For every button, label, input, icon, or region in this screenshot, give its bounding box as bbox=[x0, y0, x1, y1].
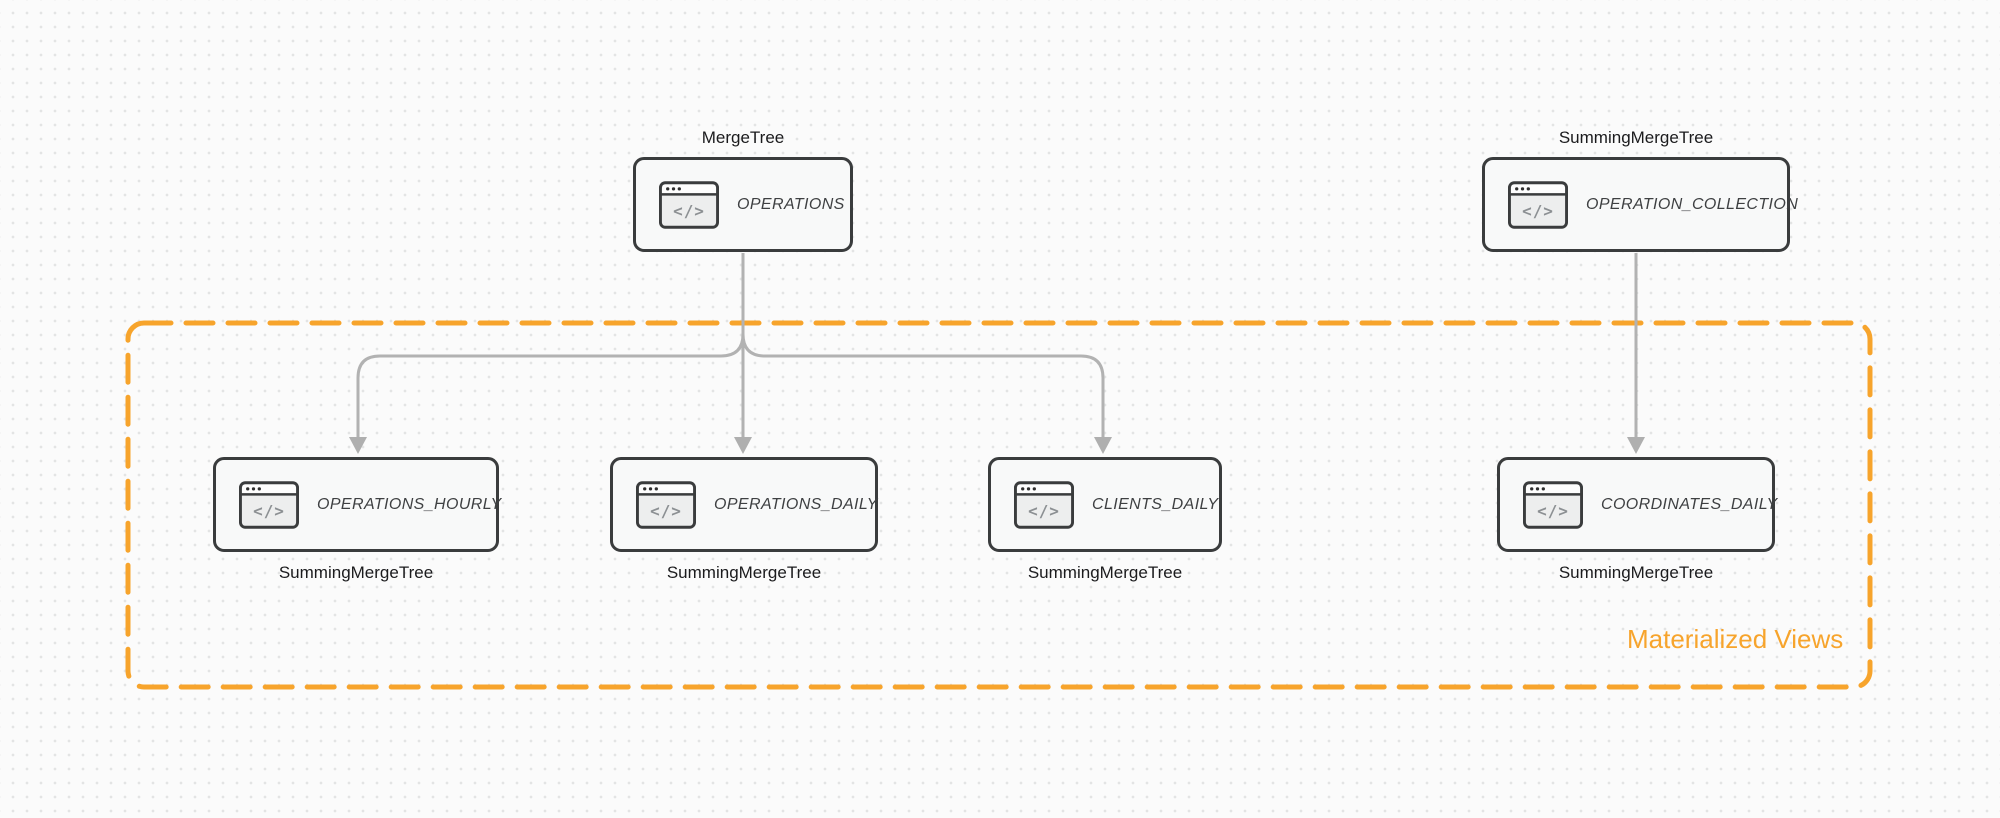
code-window-icon: </> bbox=[239, 480, 299, 529]
arrowhead-operations-daily bbox=[734, 437, 752, 454]
table-box-operation-collection[interactable]: </> OPERATION_COLLECTION bbox=[1482, 157, 1798, 252]
edge-operations-to-clients-daily bbox=[741, 253, 1105, 441]
code-window-icon: </> bbox=[659, 180, 719, 229]
engine-label-operations-hourly: SummingMergeTree bbox=[278, 563, 434, 582]
node-coordinates-daily: </> COORDINATES_DAILY SummingMergeTree bbox=[1497, 457, 1778, 584]
node-clients-daily: </> CLIENTS_DAILY SummingMergeTree bbox=[988, 457, 1222, 584]
engine-label-operation-collection: SummingMergeTree bbox=[1558, 128, 1714, 147]
table-name-operations-hourly: OPERATIONS_HOURLY bbox=[317, 495, 502, 513]
arrowhead-operations-hourly bbox=[349, 437, 367, 454]
table-box-operations[interactable]: </> OPERATIONS bbox=[633, 157, 853, 252]
arrowhead-clients-daily bbox=[1094, 437, 1112, 454]
table-name-operations-daily: OPERATIONS_DAILY bbox=[714, 495, 878, 513]
table-box-operations-daily[interactable]: </> OPERATIONS_DAILY bbox=[610, 457, 878, 552]
node-operations: MergeTree </> OPERATIONS bbox=[633, 127, 853, 252]
code-glyph: </> bbox=[1522, 201, 1554, 220]
edge-operations-to-operations-hourly bbox=[356, 253, 745, 441]
table-name-coordinates-daily: COORDINATES_DAILY bbox=[1601, 495, 1778, 513]
engine-label-operations: MergeTree bbox=[701, 128, 785, 147]
node-operations-hourly: </> OPERATIONS_HOURLY SummingMergeTree bbox=[213, 457, 502, 584]
table-name-operation-collection: OPERATION_COLLECTION bbox=[1586, 195, 1799, 213]
table-name-operations: OPERATIONS bbox=[737, 195, 845, 213]
code-window-icon: </> bbox=[636, 480, 696, 529]
table-box-clients-daily[interactable]: </> CLIENTS_DAILY bbox=[988, 457, 1222, 552]
engine-label-operations-daily: SummingMergeTree bbox=[666, 563, 822, 582]
table-name-clients-daily: CLIENTS_DAILY bbox=[1092, 495, 1219, 513]
materialized-views-boundary bbox=[125, 320, 1873, 690]
node-operation-collection: SummingMergeTree </> OPERATION_COLLECTIO… bbox=[1482, 127, 1798, 252]
node-operations-daily: </> OPERATIONS_DAILY SummingMergeTree bbox=[610, 457, 878, 584]
engine-label-clients-daily: SummingMergeTree bbox=[1027, 563, 1183, 582]
materialized-views-label: Materialized Views bbox=[1627, 624, 1844, 654]
code-window-icon: </> bbox=[1523, 480, 1583, 529]
code-glyph: </> bbox=[1028, 501, 1060, 520]
arrowhead-coordinates-daily bbox=[1627, 437, 1645, 454]
code-glyph: </> bbox=[253, 501, 285, 520]
code-window-icon: </> bbox=[1014, 480, 1074, 529]
code-glyph: </> bbox=[650, 501, 682, 520]
code-glyph: </> bbox=[1537, 501, 1569, 520]
code-glyph: </> bbox=[673, 201, 705, 220]
table-box-coordinates-daily[interactable]: </> COORDINATES_DAILY bbox=[1497, 457, 1778, 552]
code-window-icon: </> bbox=[1508, 180, 1568, 229]
engine-label-coordinates-daily: SummingMergeTree bbox=[1558, 563, 1714, 582]
table-box-operations-hourly[interactable]: </> OPERATIONS_HOURLY bbox=[213, 457, 502, 552]
